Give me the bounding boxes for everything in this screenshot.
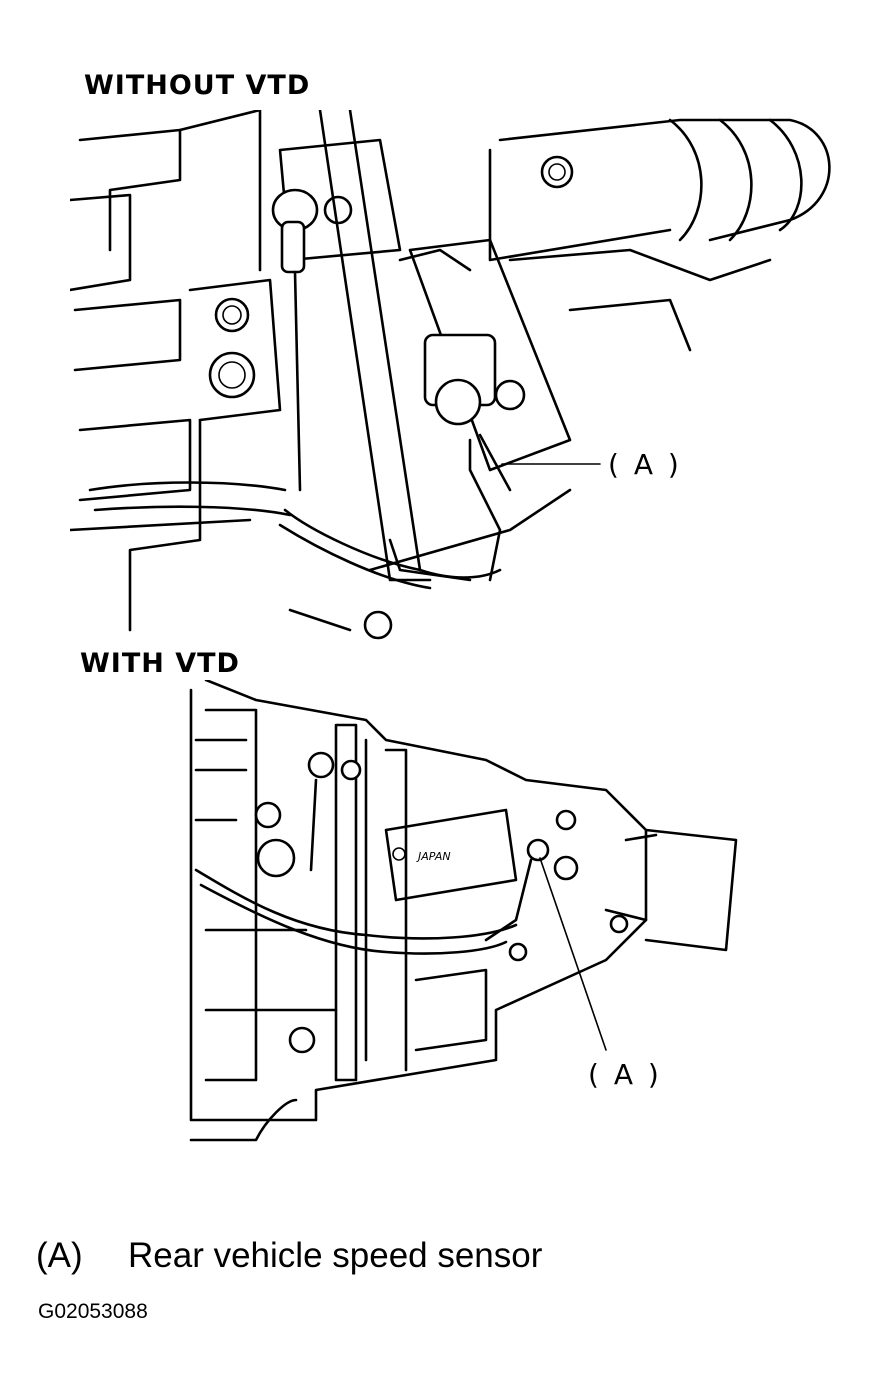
callout-a-without: ( A ) <box>608 448 682 481</box>
without-vtd-title: WITHOUT VTD <box>84 70 311 101</box>
rear-speed-sensor-with-vtd <box>484 838 550 942</box>
housing-stamp: JAPAN <box>392 847 451 863</box>
legend: (A) Rear vehicle speed sensor <box>36 1236 542 1276</box>
front-sensor-connector <box>271 188 319 492</box>
callout-a-with: ( A ) <box>588 1058 662 1091</box>
with-vtd-drawing: JAPAN <box>189 680 738 1142</box>
rear-speed-sensor <box>423 333 512 582</box>
center-frame <box>278 110 572 632</box>
front-sensor-with-vtd <box>307 751 335 872</box>
transfer-housing <box>189 680 648 1142</box>
without-vtd-drawing <box>70 110 831 640</box>
wire-harness <box>278 508 502 590</box>
figure-id: G02053088 <box>38 1300 148 1323</box>
housing-bolts <box>254 759 629 1054</box>
legend-description: Rear vehicle speed sensor <box>128 1236 543 1275</box>
output-flange <box>604 828 738 952</box>
transmission-case-left <box>70 110 292 632</box>
housing-stamp-text: JAPAN <box>416 850 451 863</box>
extension-housing <box>398 118 831 352</box>
mounting-bolts <box>208 155 574 640</box>
wire-harness-with-vtd <box>194 868 518 955</box>
callout-leader-with <box>539 857 607 1051</box>
legend-key: (A) <box>36 1236 83 1275</box>
with-vtd-title: WITH VTD <box>80 648 240 679</box>
